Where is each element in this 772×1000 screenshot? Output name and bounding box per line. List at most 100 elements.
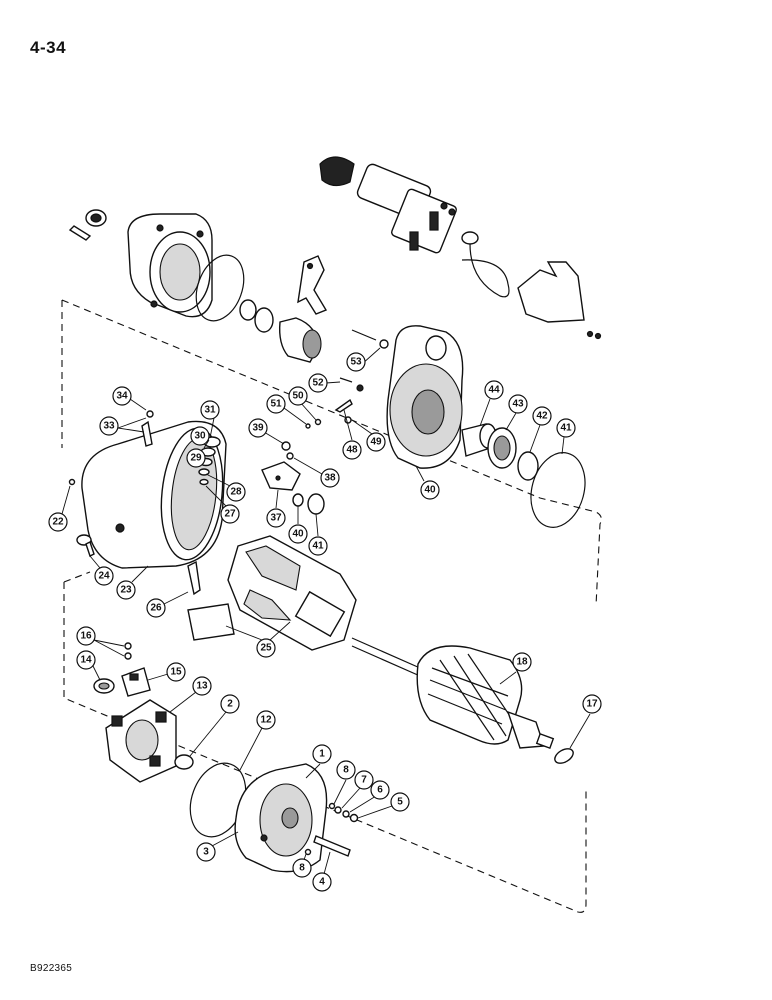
- callout-label-5: 5: [397, 797, 403, 808]
- callout-13: 13: [169, 676, 212, 713]
- callout-label-2: 2: [227, 699, 233, 710]
- screw-53: [339, 377, 353, 383]
- armature: [351, 637, 555, 749]
- terminal-stud: [141, 410, 154, 447]
- callout-3: 3: [196, 831, 239, 862]
- callout-label-6: 6: [377, 785, 383, 796]
- figure-code: B922365: [30, 963, 73, 974]
- callout-39: 41: [308, 513, 328, 556]
- callout-17: 17: [569, 694, 602, 749]
- bolt-washer: [379, 339, 389, 349]
- callout-label-22: 23: [120, 585, 132, 596]
- callout-label-52: 53: [350, 357, 362, 368]
- callout-label-25: 25: [260, 643, 272, 654]
- washer-51: [305, 423, 311, 429]
- callout-4: 4: [312, 851, 332, 892]
- callout-52: 53: [346, 347, 381, 372]
- callout-label-42: 40: [424, 485, 436, 496]
- callout-label-33: 33: [103, 421, 115, 432]
- callout-label-37: 39: [252, 423, 264, 434]
- callout-label-18: 18: [516, 657, 528, 668]
- bolt-4: [313, 835, 351, 857]
- terminal-hardware: [328, 802, 359, 823]
- through-bolt-52: [351, 329, 377, 341]
- brush-holder-15: [121, 667, 151, 697]
- callout-35: 37: [266, 489, 286, 528]
- callout-24: 24: [89, 555, 114, 586]
- callout-label-49: 49: [370, 437, 382, 448]
- callout-2: 2: [189, 694, 240, 757]
- pole-screw-26: [187, 560, 201, 596]
- callout-1: 1: [305, 744, 332, 779]
- callout-label-41: 42: [536, 411, 548, 422]
- callout-label-13: 13: [196, 681, 208, 692]
- callout-51: 51: [266, 394, 307, 425]
- callout-label-12: 12: [260, 715, 272, 726]
- callout-label-23: 22: [52, 517, 64, 528]
- housing-o-ring: [195, 254, 245, 322]
- callout-6: 6: [349, 780, 390, 813]
- callout-34: 34: [112, 386, 147, 411]
- callout-30: 30: [190, 426, 210, 449]
- callout-33: 33: [99, 416, 147, 436]
- callout-label-28: 28: [230, 487, 242, 498]
- callout-8-lower: 8: [292, 853, 312, 878]
- callout-label-14: 14: [80, 655, 92, 666]
- brush-end-housing-upper: [386, 325, 464, 469]
- callout-49: 49: [351, 419, 386, 452]
- callout-label-40: 41: [560, 423, 572, 434]
- callout-43: 43: [505, 394, 528, 431]
- washer-41: [517, 451, 539, 481]
- callout-16: 16: [76, 626, 125, 657]
- pole-shoe-assembly: [227, 535, 357, 651]
- washer-53: [356, 384, 364, 392]
- commutator-end-frame: [234, 763, 328, 873]
- callout-label-48: 48: [346, 445, 358, 456]
- drive-end-bushing: [68, 209, 107, 241]
- callout-label-15: 15: [170, 667, 182, 678]
- callout-label-27: 27: [224, 509, 236, 520]
- brush-holder-35: [261, 461, 301, 491]
- callout-label-51: 51: [270, 399, 282, 410]
- callout-label-38: 40: [292, 529, 304, 540]
- callout-15: 15: [147, 662, 186, 682]
- callout-label-4: 4: [319, 877, 325, 888]
- callout-label-30: 30: [194, 431, 206, 442]
- callout-25: 25: [225, 621, 291, 658]
- callout-label-1: 1: [319, 749, 325, 760]
- callout-label-31: 31: [204, 405, 216, 416]
- spacer-38: [292, 493, 304, 507]
- callout-40: 41: [556, 418, 576, 455]
- plug-23: [68, 478, 76, 486]
- callout-label-29: 29: [190, 453, 202, 464]
- callout-label-53: 52: [312, 378, 324, 389]
- callout-14: 14: [76, 650, 101, 681]
- washer-17: [554, 748, 574, 764]
- shift-lever: [297, 255, 328, 315]
- callout-label-35: 37: [270, 513, 282, 524]
- callout-28: 28: [205, 473, 246, 502]
- callout-label-17: 17: [586, 699, 598, 710]
- page-number: 4-34: [30, 38, 67, 57]
- lower-group-outline: [63, 571, 587, 913]
- callout-26: 26: [146, 591, 189, 618]
- callout-label-34: 34: [116, 391, 128, 402]
- callout-5: 5: [357, 792, 410, 819]
- callout-7: 7: [341, 770, 374, 809]
- bushing-2: [174, 754, 194, 770]
- callout-label-39: 41: [312, 541, 324, 552]
- screws-16: [124, 642, 132, 660]
- callout-37: 39: [248, 418, 285, 445]
- brush-plate-13: [105, 699, 177, 783]
- callout-label-8-upper: 8: [343, 765, 349, 776]
- callout-label-8-lower: 8: [299, 863, 305, 874]
- stud-48: [334, 398, 353, 413]
- callout-29: 29: [186, 448, 206, 468]
- callout-50: 50: [288, 386, 317, 421]
- callout-44: 44: [479, 380, 504, 427]
- callout-41: 42: [529, 406, 552, 453]
- callout-38: 40: [288, 506, 308, 544]
- callout-23: 22: [48, 485, 71, 532]
- washer-8: [304, 848, 312, 856]
- callout-22: 23: [116, 565, 149, 600]
